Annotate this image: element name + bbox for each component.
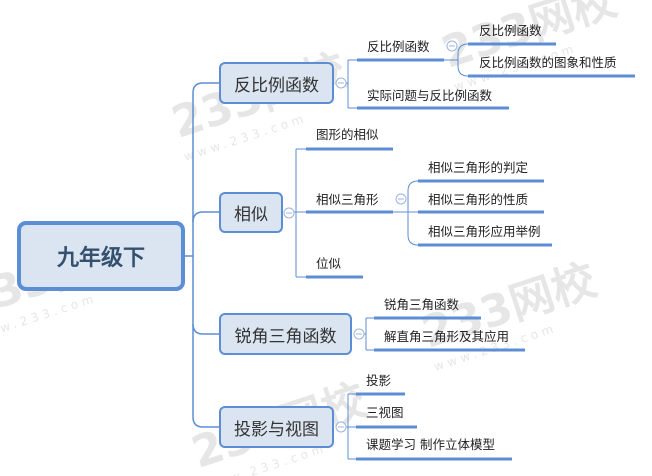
topic-node[interactable]: 相似三角形应用举例	[428, 224, 541, 239]
branch-label: 投影与视图	[234, 419, 319, 440]
branch-label: 相似	[234, 205, 268, 225]
connector-b2-sub	[393, 180, 419, 246]
collapse-toggle-icon	[335, 421, 347, 433]
topic-node[interactable]: 投影	[366, 373, 392, 388]
topic-node[interactable]: 课题学习 制作立体模型	[366, 437, 495, 452]
collapse-toggle-icon	[353, 328, 365, 340]
topic-node[interactable]: 图形的相似	[316, 127, 379, 142]
branch-node-similarity[interactable]: 相似	[219, 192, 283, 233]
collapse-toggle-icon	[395, 193, 407, 205]
branch-node-projection[interactable]: 投影与视图	[219, 406, 334, 448]
branch-node-inverse-proportion[interactable]: 反比例函数	[219, 62, 334, 104]
topic-node[interactable]: 反比例函数	[367, 39, 430, 54]
topic-node[interactable]: 相似三角形的判定	[428, 160, 529, 175]
root-node[interactable]: 九年级下	[17, 221, 185, 291]
connector-b4	[346, 393, 356, 460]
connector-b1	[346, 59, 357, 109]
topic-node[interactable]: 相似三角形的性质	[428, 192, 529, 207]
branch-label: 反比例函数	[234, 75, 319, 96]
topic-node[interactable]: 反比例函数的图象和性质	[479, 55, 617, 70]
collapse-toggle-icon	[446, 40, 458, 52]
collapse-toggle-icon	[283, 207, 295, 219]
connector-branch-3	[192, 323, 219, 335]
connector-branch-2	[192, 211, 219, 223]
collapse-toggle-icon	[335, 77, 347, 89]
branch-label: 锐角三角函数	[234, 326, 337, 347]
topic-node[interactable]: 三视图	[366, 405, 404, 420]
connector-b2	[294, 148, 306, 278]
connector-b1-sub	[444, 43, 469, 77]
topic-node[interactable]: 相似三角形	[316, 192, 379, 207]
topic-node[interactable]: 锐角三角函数	[384, 297, 460, 312]
root-label: 九年级下	[56, 246, 145, 271]
topic-node[interactable]: 位似	[316, 256, 342, 271]
topic-node[interactable]: 解直角三角形及其应用	[384, 329, 510, 344]
connector-trunk	[192, 82, 219, 428]
branch-node-trig[interactable]: 锐角三角函数	[219, 313, 352, 355]
topic-node[interactable]: 反比例函数	[479, 23, 542, 38]
connector-b3	[364, 317, 374, 351]
topic-node[interactable]: 实际问题与反比例函数	[367, 88, 493, 103]
